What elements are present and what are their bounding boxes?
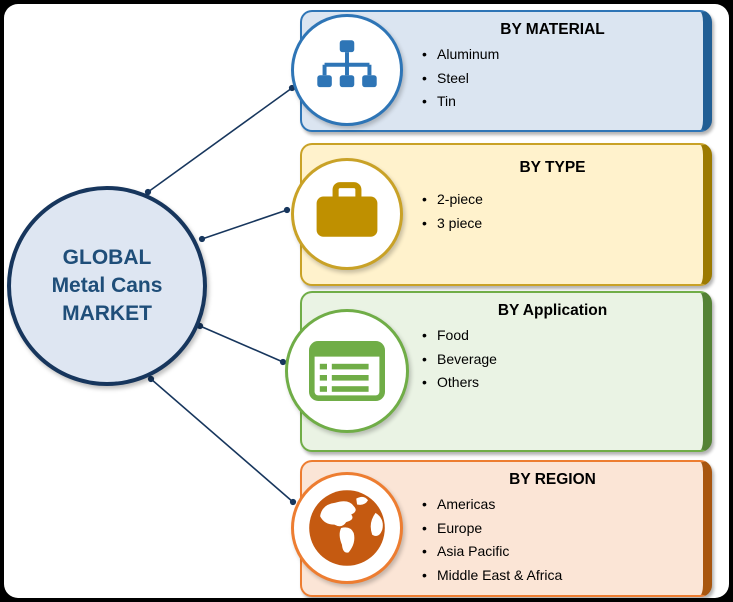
material-icon-badge xyxy=(291,14,403,126)
connector-line-region xyxy=(150,378,294,503)
connector-line-type xyxy=(201,209,288,240)
list-item: Asia Pacific xyxy=(422,543,703,559)
list-item: Americas xyxy=(422,496,703,512)
list-item: 3 piece xyxy=(422,215,703,231)
item-list: Food Beverage Others xyxy=(302,327,703,390)
type-icon-badge xyxy=(291,158,403,270)
connector-line-application xyxy=(199,325,284,363)
list-item: Tin xyxy=(422,93,703,109)
briefcase-icon xyxy=(316,182,378,237)
globe-icon xyxy=(309,490,385,566)
connector-lines xyxy=(144,84,297,506)
list-item: Aluminum xyxy=(422,46,703,62)
infographic-canvas: GLOBAL Metal Cans MARKET BY MATERIAL Alu… xyxy=(4,4,729,598)
list-item: Food xyxy=(422,327,703,343)
region-icon-badge xyxy=(291,472,403,584)
list-item: Europe xyxy=(422,520,703,536)
central-title-line-3: MARKET xyxy=(62,302,152,325)
hierarchy-icon xyxy=(317,40,377,88)
panel-title: BY REGION xyxy=(509,471,596,488)
list-item: Others xyxy=(422,374,703,390)
item-list: Aluminum Steel Tin xyxy=(302,46,703,109)
list-item: Beverage xyxy=(422,351,703,367)
panel-title: BY Application xyxy=(497,302,608,319)
panel-title: BY TYPE xyxy=(519,159,586,176)
list-item: Steel xyxy=(422,70,703,86)
central-market-node: GLOBAL Metal Cans MARKET xyxy=(7,186,207,386)
central-title-line-1: GLOBAL xyxy=(62,246,152,269)
list-card-icon xyxy=(309,341,385,401)
item-list: Americas Europe Asia Pacific Middle East… xyxy=(302,496,703,583)
list-item: Middle East & Africa xyxy=(422,567,703,583)
central-title-line-2: Metal Cans xyxy=(51,274,163,297)
connector-line-material xyxy=(147,87,293,193)
application-icon-badge xyxy=(285,309,409,433)
item-list: 2-piece 3 piece xyxy=(302,191,703,231)
list-item: 2-piece xyxy=(422,191,703,207)
panel-title: BY MATERIAL xyxy=(500,21,605,38)
